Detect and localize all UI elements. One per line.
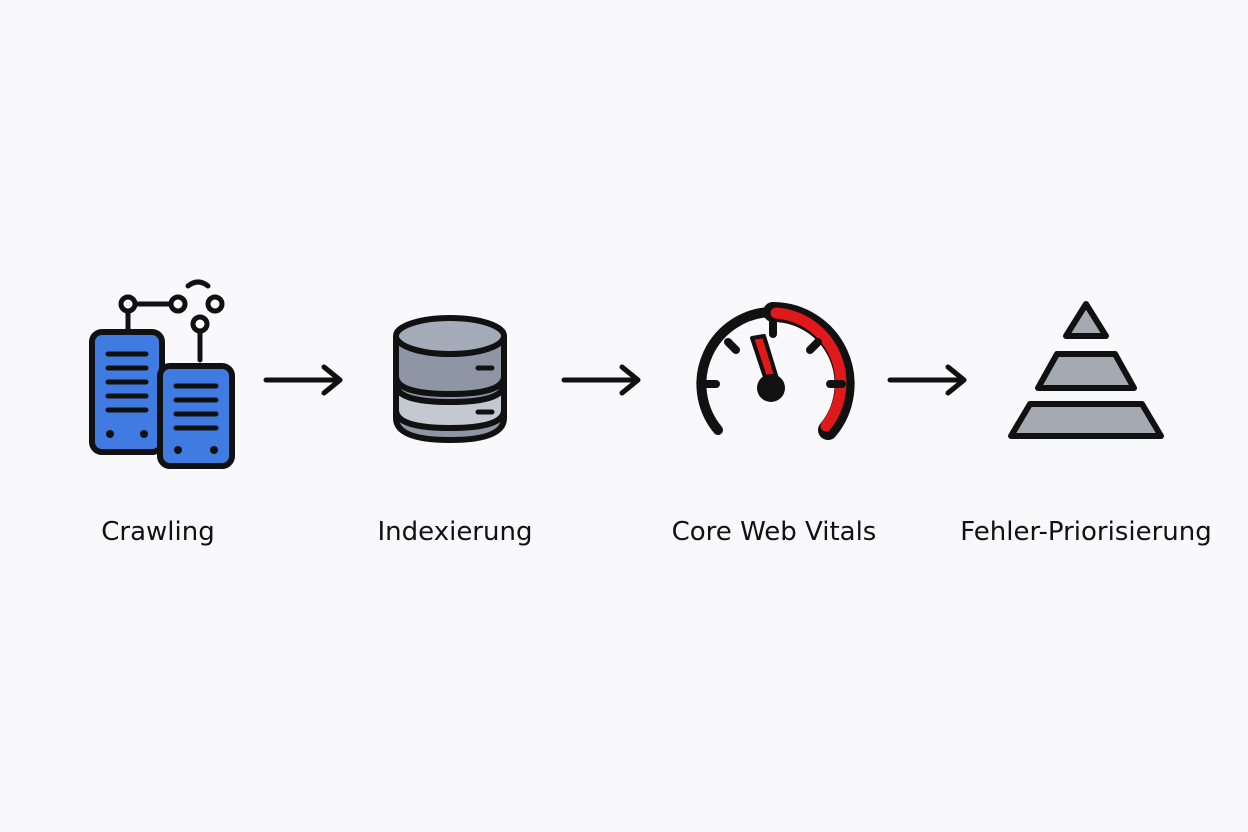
pyramid-icon <box>1008 301 1164 439</box>
step-label-fehler-priorisierung: Fehler-Priorisierung <box>960 517 1212 547</box>
step-label-indexierung: Indexierung <box>377 517 533 547</box>
arrow-right-icon <box>263 364 343 396</box>
database-icon <box>393 315 507 443</box>
server-network-icon <box>89 279 235 469</box>
arrow-right-icon <box>561 364 641 396</box>
arrow-right-icon <box>887 364 967 396</box>
speedometer-icon <box>696 302 855 440</box>
step-label-core-web-vitals: Core Web Vitals <box>671 517 877 547</box>
step-label-crawling: Crawling <box>101 517 215 547</box>
